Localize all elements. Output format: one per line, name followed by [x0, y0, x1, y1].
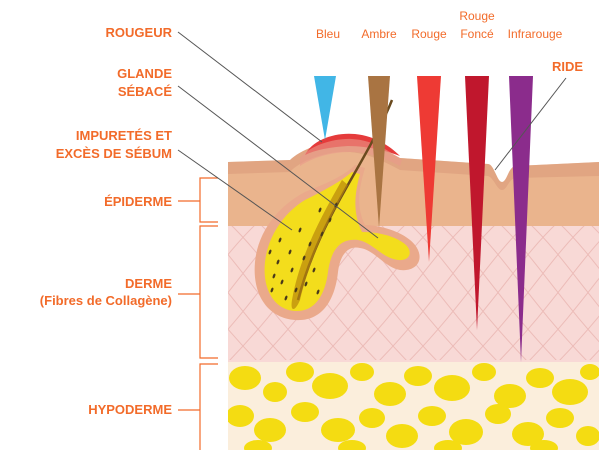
fat-cell — [263, 382, 287, 402]
light-beam — [314, 76, 336, 140]
label-glande-line1: GLANDE — [117, 66, 172, 81]
wavelength-label-infrarouge: Infrarouge — [508, 27, 563, 41]
wavelength-label-rouge: Rouge — [411, 27, 447, 41]
fat-cell — [254, 418, 286, 442]
wavelength-label-rouge-fonce-line1: Rouge — [459, 9, 495, 23]
fat-cell — [321, 418, 355, 442]
fat-cell — [286, 362, 314, 382]
wavelength-labels: Bleu Ambre Rouge Rouge Foncé Infrarouge — [316, 9, 563, 41]
fat-cell — [576, 426, 599, 446]
label-hypoderme: HYPODERME — [88, 402, 172, 417]
bracket-epiderme — [178, 178, 218, 222]
fat-cell — [472, 363, 496, 381]
label-glande-line2: SÉBACÉ — [118, 84, 173, 99]
fat-cell — [291, 402, 319, 422]
fat-cell — [359, 408, 385, 428]
layer-brackets — [178, 178, 218, 450]
fat-cell — [350, 363, 374, 381]
hypodermis-layer — [226, 362, 599, 450]
wavelength-label-rouge-fonce-line2: Foncé — [460, 27, 494, 41]
fat-cell — [546, 408, 574, 428]
fat-cell — [312, 373, 348, 399]
fat-cell — [552, 379, 588, 405]
fat-cell — [404, 366, 432, 386]
label-impuretes-line1: IMPURETÉS ET — [76, 128, 172, 143]
label-derme-line2: (Fibres de Collagène) — [40, 293, 172, 308]
pointer-rougeur — [178, 32, 322, 142]
fat-cell — [526, 368, 554, 388]
fat-cell — [485, 404, 511, 424]
fat-cell — [374, 382, 406, 406]
label-impuretes-line2: EXCÈS DE SÉBUM — [56, 146, 172, 161]
fat-cell — [386, 424, 418, 448]
wavelength-label-ambre: Ambre — [361, 27, 397, 41]
label-rougeur: ROUGEUR — [106, 25, 173, 40]
fat-cell — [229, 366, 261, 390]
label-epiderme: ÉPIDERME — [104, 194, 172, 209]
label-derme-line1: DERME — [125, 276, 172, 291]
wavelength-label-bleu: Bleu — [316, 27, 340, 41]
fat-cell — [418, 406, 446, 426]
label-ride: RIDE — [552, 59, 583, 74]
bracket-hypoderme — [178, 364, 218, 450]
fat-cell — [434, 375, 470, 401]
fat-cell — [226, 405, 254, 427]
bracket-derme — [178, 226, 218, 358]
